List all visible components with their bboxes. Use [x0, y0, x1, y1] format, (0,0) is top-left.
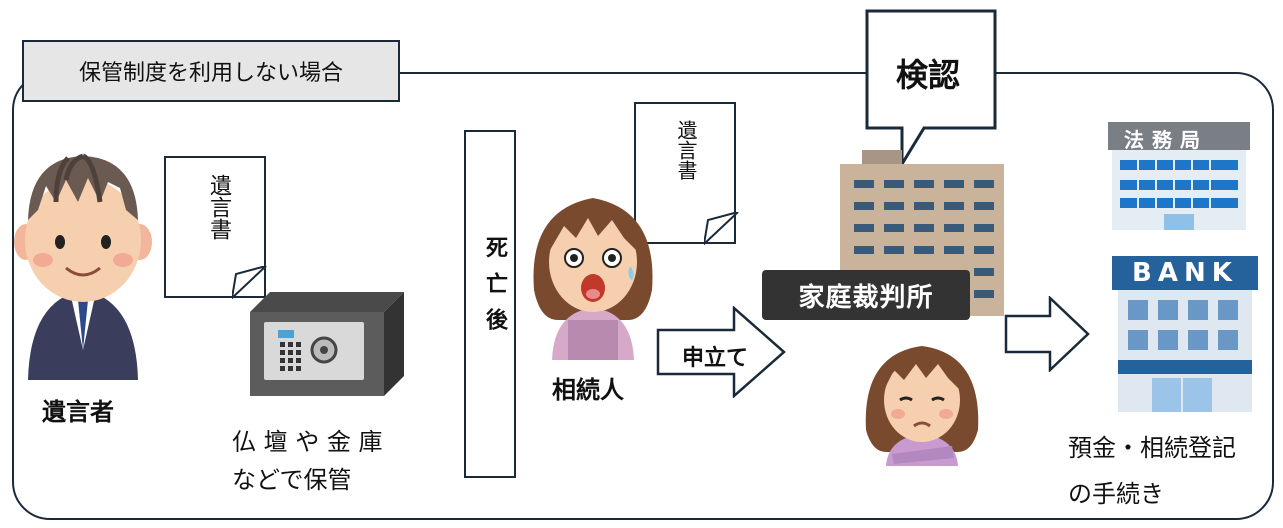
procedure-line1: 預金・相続登記 — [1068, 434, 1236, 462]
heir-label: 相続人 — [552, 376, 624, 404]
bank-building — [1112, 256, 1258, 412]
probate-label: 検認 — [896, 56, 961, 94]
document-fold-icon-2 — [704, 212, 739, 246]
scenario-title-text: 保管制度を利用しない場合 — [78, 61, 343, 86]
probate-callout — [865, 9, 997, 168]
testator-will-text: 遺言書 — [206, 174, 231, 240]
diagram-frame — [12, 72, 1274, 520]
petition-arrow — [656, 306, 786, 398]
testator-label: 遺言者 — [42, 398, 114, 426]
procedure-arrow — [1004, 296, 1090, 372]
testator-illustration — [14, 153, 152, 380]
heir-will-text: 遺言書 — [674, 120, 698, 180]
after-death-text: 死亡後 — [482, 236, 507, 344]
storage-line1: 仏 壇 や 金 庫 — [232, 428, 383, 456]
after-death-box: 死亡後 — [464, 130, 516, 478]
procedure-line2: の手続き — [1068, 480, 1164, 508]
safe-icon — [250, 292, 404, 396]
family-court-sign: 家庭裁判所 — [762, 270, 970, 320]
heir-illustration — [533, 198, 653, 360]
judge-illustration — [865, 346, 979, 466]
scenario-title: 保管制度を利用しない場合 — [22, 40, 400, 102]
storage-line2: などで保管 — [232, 466, 352, 494]
bank-sign: BANK — [1132, 258, 1238, 288]
legal-bureau-building — [1108, 122, 1250, 230]
document-fold-icon — [232, 266, 267, 300]
petition-label: 申立て — [682, 346, 749, 371]
legal-bureau-sign: 法務局 — [1124, 128, 1208, 152]
